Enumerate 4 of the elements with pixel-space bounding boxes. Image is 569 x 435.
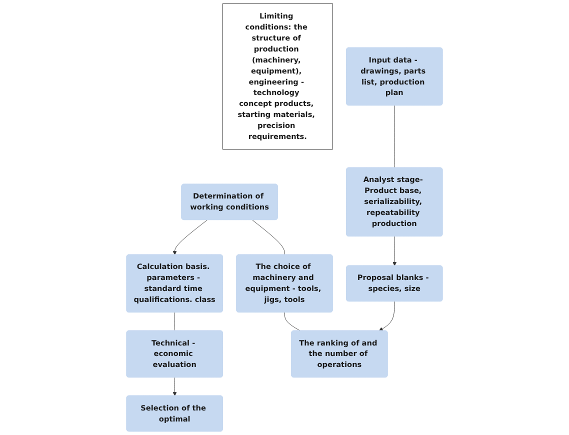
- connector: [394, 105, 395, 168]
- connector: [284, 312, 300, 332]
- connector: [174, 312, 176, 332]
- connector: [252, 220, 285, 256]
